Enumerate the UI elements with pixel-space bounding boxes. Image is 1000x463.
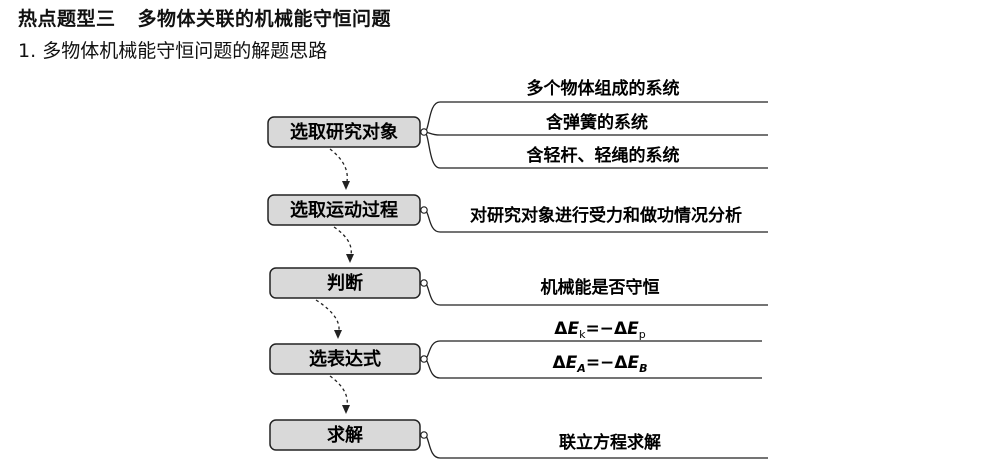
note-text: 多个物体组成的系统 [527, 78, 680, 99]
connector-knob [420, 279, 428, 287]
note-text: 含弹簧的系统 [546, 112, 648, 133]
step-box [269, 419, 421, 451]
subtitle-text: 多物体机械能守恒问题的解题思路 [42, 40, 328, 62]
subtitle-number: 1. [18, 40, 37, 62]
step-4-branches: ΔEk=−ΔEp ΔEA=−ΔEB [420, 319, 762, 379]
heading-part2: 多物体关联的机械能守恒问题 [137, 8, 392, 30]
dashed-arrow [315, 299, 342, 339]
step-label: 选取研究对象 [290, 121, 398, 143]
step-label: 判断 [327, 272, 363, 294]
step-5: 求解 [269, 419, 421, 451]
step-1: 选取研究对象 [267, 116, 421, 148]
step-1-branches: 多个物体组成的系统 含弹簧的系统 含轻杆、轻绳的系统 [420, 78, 768, 169]
dashed-arrow [329, 375, 350, 414]
dashed-arrow [333, 226, 354, 263]
step-box [269, 343, 421, 375]
step-5-branch: 联立方程求解 [420, 431, 768, 459]
note-text: 含轻杆、轻绳的系统 [527, 145, 680, 166]
section-subtitle: 1. 多物体机械能守恒问题的解题思路 [18, 36, 327, 63]
step-4: 选表达式 [269, 343, 421, 375]
step-label: 求解 [327, 424, 363, 446]
connector-knob [420, 128, 428, 136]
note-text: 对研究对象进行受力和做功情况分析 [470, 205, 742, 226]
connector-knob [420, 431, 428, 439]
step-3-branch: 机械能是否守恒 [420, 277, 768, 306]
step-2: 选取运动过程 [267, 194, 421, 226]
page-title: 热点题型三多物体关联的机械能守恒问题 [18, 4, 391, 31]
step-label: 选表达式 [309, 348, 381, 370]
connector-knob [420, 355, 428, 363]
heading-part1: 热点题型三 [18, 8, 116, 30]
step-box [267, 194, 421, 226]
step-box [269, 267, 421, 299]
formula-1: ΔEk=−ΔEp [554, 319, 645, 341]
note-text: 联立方程求解 [559, 432, 661, 453]
step-box [267, 116, 421, 148]
step-2-branch: 对研究对象进行受力和做功情况分析 [420, 205, 768, 233]
connector-knob [420, 206, 428, 214]
step-3: 判断 [269, 267, 421, 299]
formula-2: ΔEA=−ΔEB [553, 353, 648, 375]
note-text: 机械能是否守恒 [541, 277, 660, 298]
step-label: 选取运动过程 [290, 199, 398, 221]
dashed-arrow [329, 148, 350, 190]
